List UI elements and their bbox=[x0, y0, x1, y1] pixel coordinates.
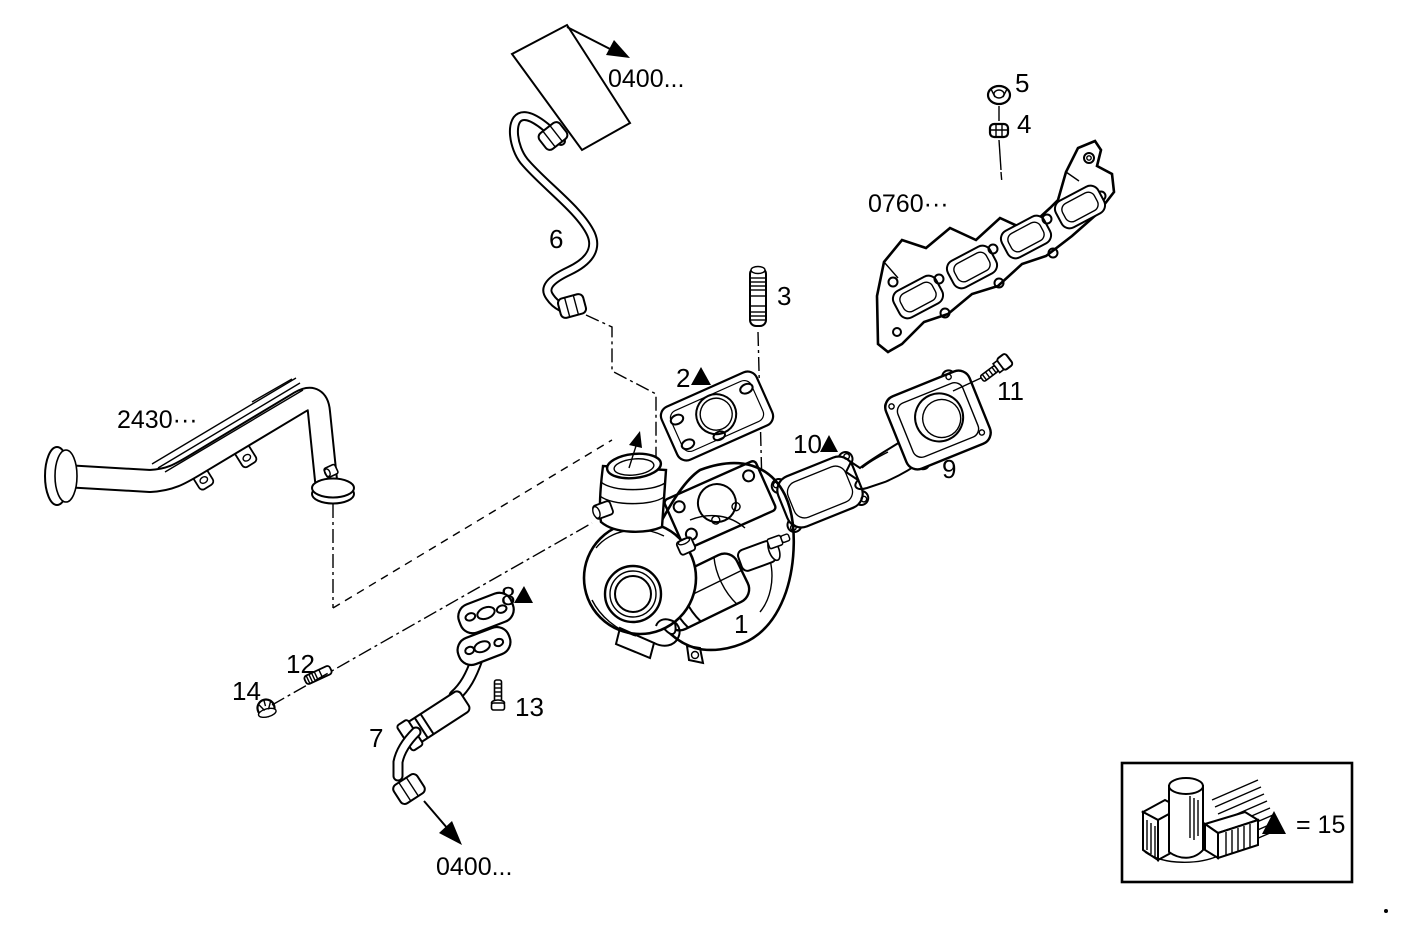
label-part-11: 11 bbox=[997, 376, 1024, 406]
bolt-13 bbox=[490, 679, 506, 711]
legend-box: = 15 bbox=[1120, 761, 1354, 884]
pipe-nut-bottom bbox=[556, 293, 588, 319]
leader-bolt-11 bbox=[952, 377, 982, 392]
legend-equals-label: = 15 bbox=[1296, 811, 1345, 839]
ref-intake-pipe: 2430··· bbox=[117, 406, 198, 434]
ref-flow-bottom: 0400... bbox=[436, 853, 512, 881]
exhaust-manifold bbox=[875, 139, 1116, 354]
label-part-7: 7 bbox=[369, 723, 383, 753]
turbocharger bbox=[582, 452, 796, 665]
triangle-marker-8 bbox=[514, 586, 533, 603]
gasket-10 bbox=[770, 451, 870, 533]
label-part-4: 4 bbox=[1017, 109, 1031, 139]
label-part-13: 13 bbox=[515, 692, 544, 722]
gasket-kit-graphic bbox=[1140, 777, 1277, 863]
label-part-8: 8 bbox=[501, 581, 515, 611]
label-part-10: 10 bbox=[793, 429, 822, 459]
leader-intake-pipe bbox=[332, 431, 642, 609]
triangle-marker-2 bbox=[691, 367, 711, 385]
page-dot bbox=[1384, 909, 1388, 913]
nut-14 bbox=[256, 698, 277, 719]
ref-manifold: 0760··· bbox=[868, 190, 949, 218]
intake-pipe bbox=[44, 377, 355, 506]
leader-nuts bbox=[998, 106, 1003, 185]
label-part-1: 1 bbox=[734, 609, 748, 639]
label-part-2: 2 bbox=[676, 363, 690, 393]
label-part-9: 9 bbox=[942, 454, 956, 484]
flow-arrow-bottom bbox=[423, 800, 462, 845]
label-part-14: 14 bbox=[232, 676, 261, 706]
label-part-5: 5 bbox=[1015, 68, 1029, 98]
stud-12 bbox=[303, 665, 333, 685]
triangle-marker-10 bbox=[820, 435, 838, 452]
pipe-nut-top bbox=[537, 121, 569, 151]
stud-3 bbox=[749, 265, 767, 327]
gasket-2 bbox=[659, 370, 775, 462]
legend-triangle-icon bbox=[1262, 811, 1286, 834]
washer-4 bbox=[988, 122, 1010, 139]
oil-drain-pipe bbox=[392, 625, 512, 805]
leader-drain-studs bbox=[271, 522, 593, 706]
nut-5 bbox=[986, 84, 1012, 106]
label-part-3: 3 bbox=[777, 281, 791, 311]
flow-arrow-top bbox=[510, 23, 632, 152]
label-part-6: 6 bbox=[549, 224, 563, 254]
oil-feed-pipe bbox=[508, 111, 599, 319]
bolt-11 bbox=[979, 353, 1014, 382]
leader-pipe-6 bbox=[585, 314, 657, 502]
ref-flow-top: 0400... bbox=[608, 65, 684, 93]
outlet-elbow bbox=[844, 369, 992, 490]
label-part-12: 12 bbox=[286, 649, 315, 679]
